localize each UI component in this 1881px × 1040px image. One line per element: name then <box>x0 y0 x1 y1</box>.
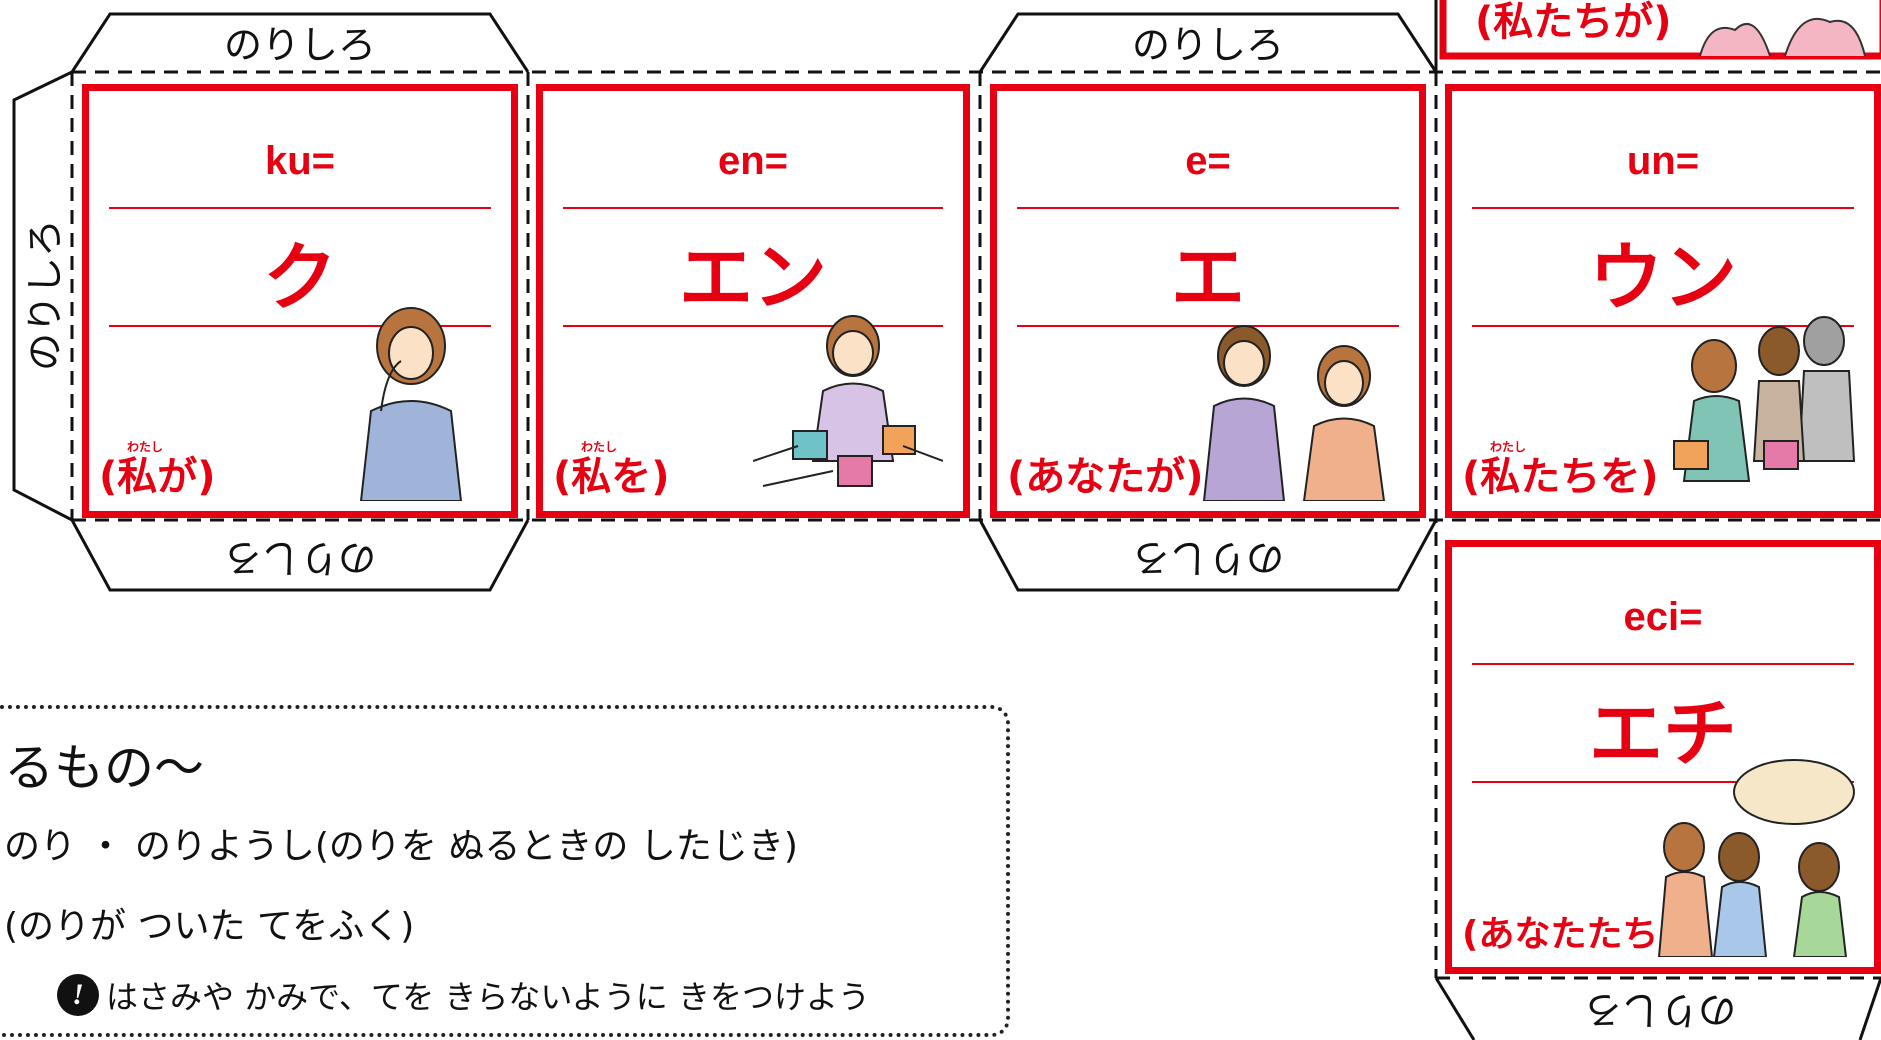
card-romaji: un= <box>1626 139 1700 183</box>
glue-tab-label-top-2: のりしろ <box>1131 23 1285 67</box>
partial-card-subtitle: (私たちが) <box>1475 0 1672 45</box>
divider <box>109 207 491 209</box>
card-subtitle: (私たちを) <box>1462 454 1659 500</box>
card-eci: eci= エチ (あなたたちを) <box>1445 540 1881 974</box>
card-ku: ku= ク わたし (私が) <box>82 84 518 518</box>
gift-receiver-illustration <box>753 315 943 487</box>
card-romaji: e= <box>1185 139 1231 183</box>
glue-tab-label-bottom-2: のりしろ <box>1131 536 1285 580</box>
card-romaji: en= <box>717 139 789 183</box>
group-with-gifts-illustration <box>1673 316 1856 482</box>
divider <box>1472 325 1854 327</box>
card-un: un= ウン わたし (私たちを) <box>1445 84 1881 518</box>
exclamation-icon: ! <box>57 974 99 1016</box>
card-subtitle: (私を) <box>553 454 670 500</box>
glue-tab-label-bottom-1: のりしろ <box>223 536 377 580</box>
card-kana: ウン <box>1589 235 1737 321</box>
card-en: en= エン わたし (私を) <box>536 84 970 518</box>
divider <box>1472 663 1854 665</box>
notes-title: るもの～ <box>4 739 204 797</box>
card-romaji: ku= <box>264 139 336 183</box>
card-kana: エン <box>679 235 827 321</box>
glue-tab-label-top-1: のりしろ <box>223 23 377 67</box>
notes-warning: はさみや かみで、てを きらないように きをつけよう <box>106 978 870 1016</box>
card-romaji: eci= <box>1623 595 1703 639</box>
card-kana: ク <box>263 235 337 321</box>
card-subtitle: (私が) <box>99 454 216 500</box>
divider <box>1472 781 1854 783</box>
people-illustration <box>1699 17 1866 56</box>
card-e: e= エ (あなたが) <box>990 84 1426 518</box>
notes-line-2: (のりが ついた てをふく) <box>4 906 415 947</box>
two-people-illustration <box>1202 325 1386 501</box>
notes-box: るもの～ のり ・ のりようし(のりを ぬるときの したじき) (のりが ついた… <box>0 705 1010 1037</box>
divider <box>563 207 943 209</box>
ruby-reading: わたし <box>127 440 164 454</box>
glue-tab-label-left: のりしろ <box>23 218 67 372</box>
divider <box>1017 207 1399 209</box>
ruby-reading: わたし <box>581 440 618 454</box>
divider <box>1017 325 1399 327</box>
ruby-reading: わたし <box>1490 440 1527 454</box>
divider <box>563 325 943 327</box>
notes-line-1: のり ・ のりようし(のりを ぬるときの したじき) <box>4 826 798 867</box>
thinking-group-illustration <box>1657 759 1855 957</box>
glue-tab-label-bottom-3: のりしろ <box>1583 988 1737 1032</box>
card-subtitle: (あなたが) <box>1007 454 1204 500</box>
divider <box>1472 207 1854 209</box>
divider <box>109 325 491 327</box>
card-kana: エチ <box>1589 691 1737 777</box>
card-kana: エ <box>1171 235 1245 321</box>
woman-illustration <box>359 307 463 501</box>
